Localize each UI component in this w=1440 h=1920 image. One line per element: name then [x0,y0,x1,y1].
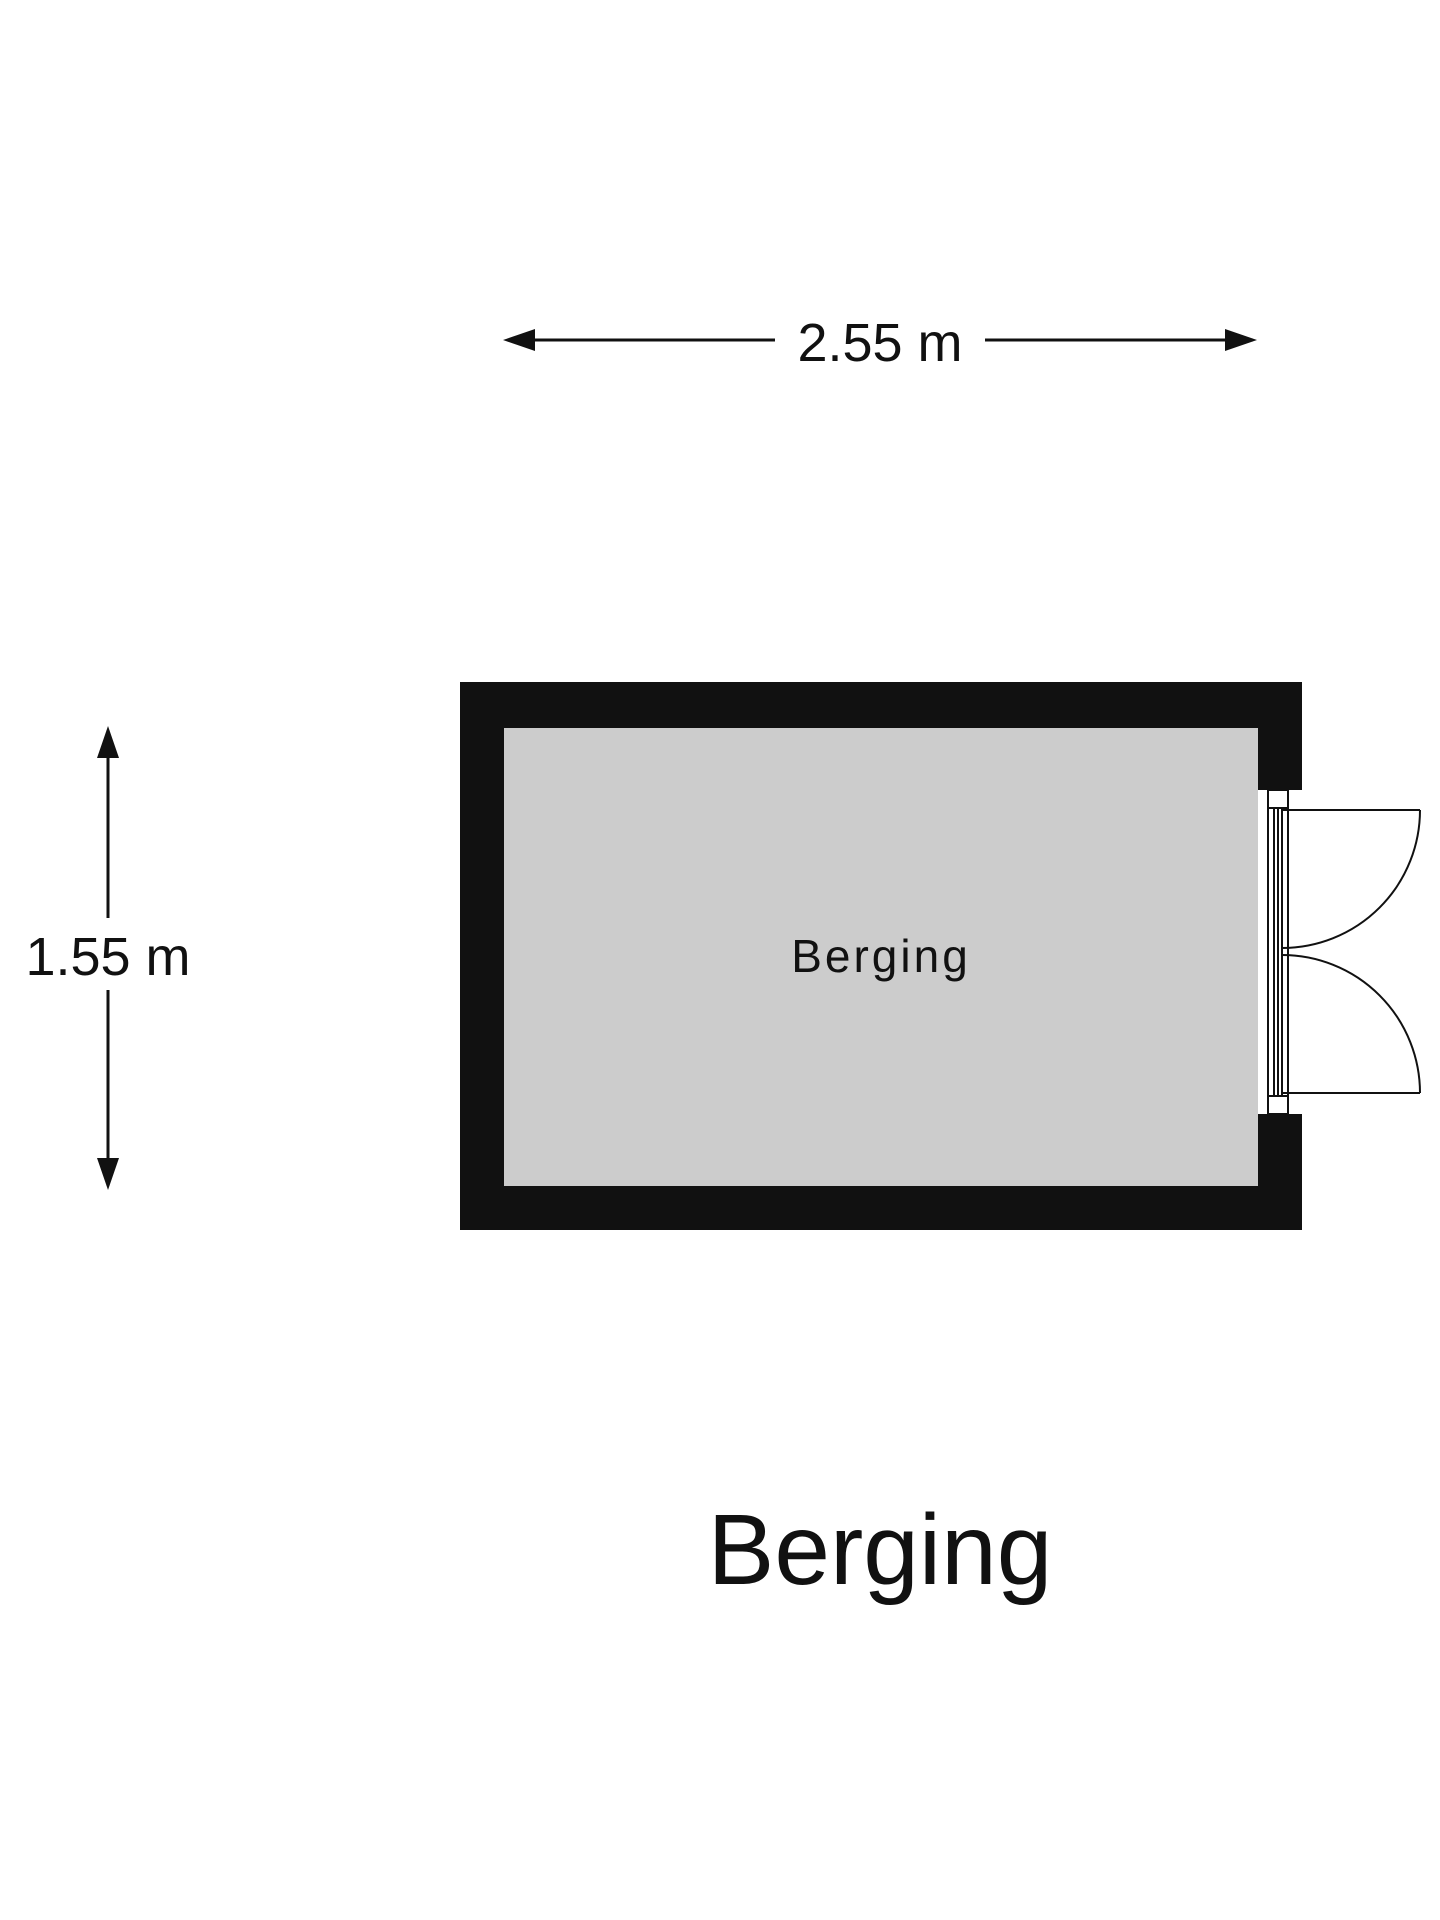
room-berging: Berging [460,682,1302,1230]
room-floor [504,728,1258,1186]
door-swing-lower [1281,954,1421,1094]
double-door-icon [1267,789,1421,1115]
height-arrow-top-icon [97,726,119,758]
door-swing-upper [1281,809,1421,949]
plan-title: Berging [708,1494,1053,1606]
width-arrow-right-icon [1225,329,1257,351]
width-dimension: 2.55 m [503,313,1257,373]
width-arrow-left-icon [503,329,535,351]
width-dimension-label: 2.55 m [797,313,962,373]
wall-right-upper [1258,682,1302,790]
wall-top [460,682,1302,728]
wall-right-lower [1258,1114,1302,1230]
room-label: Berging [791,930,971,982]
height-dimension: 1.55 m [25,726,191,1190]
height-dimension-label: 1.55 m [25,927,190,987]
height-arrow-bottom-icon [97,1158,119,1190]
wall-bottom [460,1186,1302,1230]
wall-left [460,682,504,1230]
